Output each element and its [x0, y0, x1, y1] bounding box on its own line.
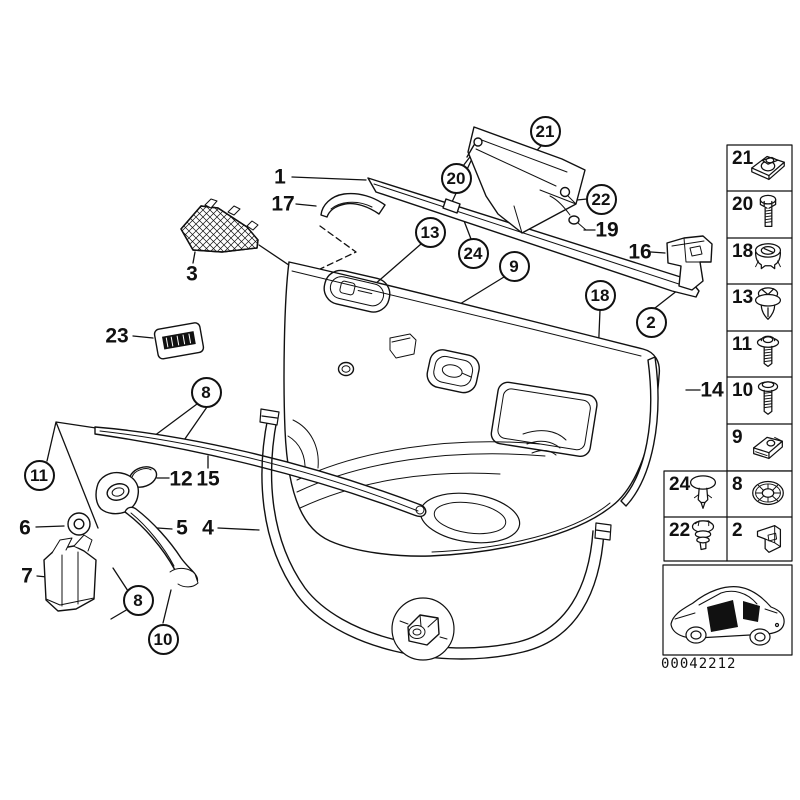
- legend-label-20: 20: [732, 194, 754, 215]
- callout-7: 7: [21, 564, 33, 588]
- part-handle-trim: [320, 192, 386, 218]
- grommet-icon: [746, 239, 790, 281]
- c-clip-icon: [746, 425, 790, 467]
- callout-15: 15: [196, 467, 220, 491]
- part-speaker-grille: [180, 198, 259, 253]
- callout-19: 19: [595, 218, 619, 242]
- callout-circled-22: 22: [585, 183, 617, 215]
- expansion-rivet-icon: [681, 518, 725, 560]
- callout-5: 5: [176, 516, 188, 540]
- part-handle-bracket: [43, 534, 97, 612]
- legend-label-8: 8: [732, 474, 743, 495]
- callout-circled-24: 24: [457, 237, 489, 269]
- part-washer-ring: [67, 512, 91, 536]
- part-door-pull-handle: [95, 471, 199, 588]
- callout-12: 12: [169, 467, 193, 491]
- callout-circled-9: 9: [498, 250, 530, 282]
- callout-14: 14: [700, 378, 724, 402]
- callout-circled-11: 11: [23, 459, 55, 491]
- callout-circled-2: 2: [635, 306, 667, 338]
- legend-label-11: 11: [732, 334, 753, 355]
- legend-label-22: 22: [669, 520, 691, 541]
- legend-label-2: 2: [732, 520, 743, 541]
- cage-nut-icon: [746, 146, 790, 188]
- push-rivet-icon: [681, 472, 725, 514]
- callout-1: 1: [274, 165, 286, 189]
- part-panel-edge-trim: [620, 356, 659, 507]
- legend-label-18: 18: [732, 241, 754, 262]
- callout-6: 6: [19, 516, 31, 540]
- callout-circled-10: 10: [147, 623, 179, 655]
- pan-screw-icon: [746, 378, 790, 420]
- legend-label-9: 9: [732, 427, 743, 448]
- part-door-pull-bracket: [466, 126, 587, 234]
- legend-label-24: 24: [669, 474, 691, 495]
- callout-circled-8: 8: [190, 376, 222, 408]
- callout-circled-8: 8: [122, 584, 154, 616]
- part-airbag-badge: [153, 322, 205, 360]
- expanding-clip-icon: [746, 285, 790, 327]
- part-window-seal-strip: [367, 177, 700, 298]
- callout-circled-13: 13: [414, 216, 446, 248]
- part-door-lower-seal: [259, 408, 612, 661]
- callout-3: 3: [186, 262, 198, 286]
- car-location-thumbnail: [665, 567, 790, 653]
- callout-circled-21: 21: [529, 115, 561, 147]
- clip-plate-icon: [746, 518, 790, 560]
- part-end-clip: [666, 235, 713, 291]
- callout-circled-20: 20: [440, 162, 472, 194]
- diagram-id-label: 00042212: [661, 656, 737, 672]
- callout-17: 17: [271, 192, 295, 216]
- callout-23: 23: [105, 324, 129, 348]
- legend-label-10: 10: [732, 380, 754, 401]
- callout-circled-18: 18: [584, 279, 616, 311]
- washer-screw-icon: [746, 332, 790, 374]
- star-washer-icon: [746, 472, 790, 514]
- legend-label-13: 13: [732, 287, 754, 308]
- callout-4: 4: [202, 516, 214, 540]
- hex-bolt-icon: [746, 192, 790, 234]
- legend-label-21: 21: [732, 148, 754, 169]
- callout-16: 16: [628, 240, 652, 264]
- part-armrest-trim-strip: [94, 426, 427, 518]
